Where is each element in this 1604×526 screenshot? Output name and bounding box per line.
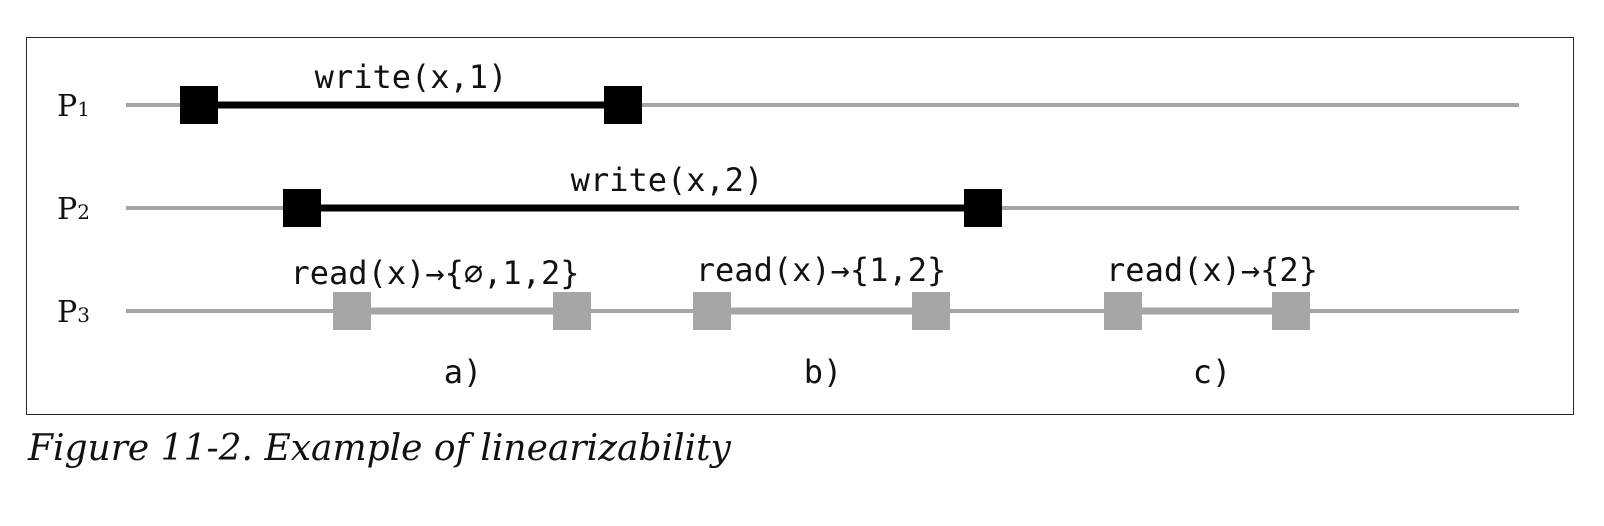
write-x1-start-marker <box>180 86 218 124</box>
write-x2-operation: write(x,2) <box>283 161 1002 227</box>
process-label-p3: P3 <box>57 295 90 330</box>
scenario-label-c: c) <box>1193 353 1232 391</box>
write-x2-end-marker <box>964 189 1002 227</box>
linearizability-diagram: P1 P2 P3 write(x,1) write(x,2) read(x)→{… <box>57 58 1519 391</box>
process-label-p1: P1 <box>57 89 90 124</box>
read-b-start-marker <box>693 292 731 330</box>
read-b-operation: read(x)→{1,2} <box>693 251 950 330</box>
figure-caption: Figure 11-2. Example of linearizability <box>28 428 731 469</box>
read-c-operation: read(x)→{2} <box>1104 251 1318 330</box>
read-c-end-marker <box>1272 292 1310 330</box>
read-a-operation: read(x)→{∅,1,2} <box>291 254 591 330</box>
write-x2-label: write(x,2) <box>571 161 764 199</box>
read-a-start-marker <box>333 292 371 330</box>
read-c-start-marker <box>1104 292 1142 330</box>
scenario-label-b: b) <box>804 353 843 391</box>
read-b-label: read(x)→{1,2} <box>696 251 946 289</box>
write-x1-operation: write(x,1) <box>180 58 642 124</box>
read-a-end-marker <box>553 292 591 330</box>
scenario-label-a: a) <box>444 353 483 391</box>
read-a-label: read(x)→{∅,1,2} <box>291 254 580 292</box>
write-x1-label: write(x,1) <box>315 58 508 96</box>
process-label-p2: P2 <box>57 192 90 227</box>
read-c-label: read(x)→{2} <box>1106 251 1318 289</box>
figure-frame: P1 P2 P3 write(x,1) write(x,2) read(x)→{… <box>26 37 1574 415</box>
read-b-end-marker <box>912 292 950 330</box>
write-x1-end-marker <box>604 86 642 124</box>
write-x2-start-marker <box>283 189 321 227</box>
